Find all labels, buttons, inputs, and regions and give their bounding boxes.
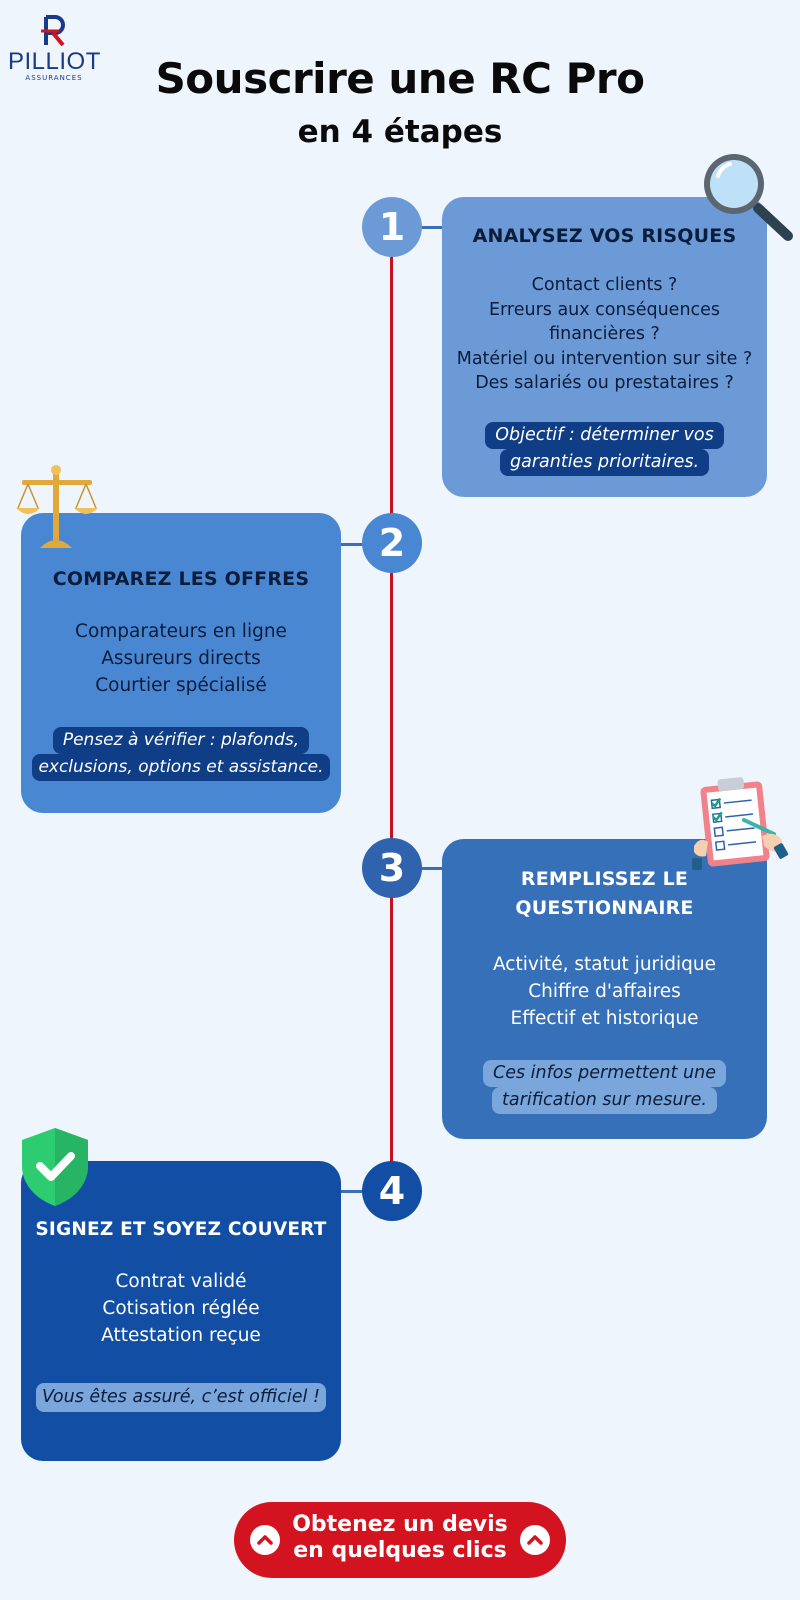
step-3-number: 3 xyxy=(362,838,422,898)
step-3-item: Chiffre d'affaires xyxy=(528,981,681,1002)
shield-check-icon xyxy=(22,1128,88,1206)
logo-subtitle: ASSURANCES xyxy=(25,74,83,82)
page-subtitle: en 4 étapes xyxy=(297,114,503,150)
step-1-card: ANALYSEZ VOS RISQUES Contact clients ? E… xyxy=(442,197,767,497)
step-4-item: Attestation reçue xyxy=(101,1325,261,1346)
step-3-item: Effectif et historique xyxy=(510,1008,699,1029)
scales-icon xyxy=(16,465,98,548)
company-logo: PILLIOT ASSURANCES xyxy=(8,14,100,94)
step-1-item: Des salariés ou prestataires ? xyxy=(475,373,734,393)
clipboard-checklist-icon xyxy=(692,777,789,870)
step-1-number: 1 xyxy=(362,197,422,257)
step-3-connector xyxy=(410,867,444,870)
step-4-note: Vous êtes assuré, c’est officiel ! xyxy=(21,1383,341,1412)
step-4-title: SIGNEZ ET SOYEZ COUVERT xyxy=(35,1219,327,1240)
step-2-number: 2 xyxy=(362,513,422,573)
step-1-items: Contact clients ? Erreurs aux conséquenc… xyxy=(442,273,767,396)
get-quote-button[interactable]: Obtenez un devis en quelques clics xyxy=(234,1502,566,1578)
step-4-items: Contrat validé Cotisation réglée Attesta… xyxy=(21,1268,341,1349)
step-2-title: COMPAREZ LES OFFRES xyxy=(52,568,310,590)
timeline-line xyxy=(390,228,393,1193)
step-2-card: COMPAREZ LES OFFRES Comparateurs en lign… xyxy=(21,513,341,813)
step-2-connector xyxy=(340,543,374,546)
step-4-connector xyxy=(340,1190,374,1193)
step-2-items: Comparateurs en ligne Assureurs directs … xyxy=(21,618,341,699)
pr-monogram-icon xyxy=(41,15,65,47)
step-3-card: REMPLISSEZ LE QUESTIONNAIRE Activité, st… xyxy=(442,839,767,1139)
step-1-note: Objectif : déterminer vos garanties prio… xyxy=(442,421,767,476)
step-4-number: 4 xyxy=(362,1161,422,1221)
logo-brand: PILLIOT xyxy=(8,48,101,75)
magnifier-icon xyxy=(704,154,793,241)
step-3-title: REMPLISSEZ LE QUESTIONNAIRE xyxy=(515,868,694,919)
step-4-item: Contrat validé xyxy=(115,1271,247,1292)
step-2-note: Pensez à vérifier : plafonds, exclusions… xyxy=(21,727,341,781)
page-title: Souscrire une RC Pro xyxy=(155,54,645,103)
step-1-item: financières ? xyxy=(549,324,660,344)
step-3-note: Ces infos permettent une tarification su… xyxy=(442,1060,767,1114)
step-1-item: Erreurs aux conséquences xyxy=(488,299,721,320)
chevron-up-circle-icon xyxy=(250,1525,280,1555)
step-2-item: Courtier spécialisé xyxy=(95,675,267,696)
step-4-card: SIGNEZ ET SOYEZ COUVERT Contrat validé C… xyxy=(21,1161,341,1461)
step-2-item: Comparateurs en ligne xyxy=(75,621,287,642)
step-1-item: Matériel ou intervention sur site ? xyxy=(456,348,753,369)
step-1-item: Contact clients ? xyxy=(531,275,678,295)
step-3-item: Activité, statut juridique xyxy=(492,954,717,975)
get-quote-label: Obtenez un devis en quelques clics xyxy=(292,1512,508,1563)
step-1-connector xyxy=(410,226,444,229)
step-1-title: ANALYSEZ VOS RISQUES xyxy=(472,225,737,247)
step-2-item: Assureurs directs xyxy=(101,648,261,669)
chevron-up-circle-icon xyxy=(520,1525,550,1555)
step-4-item: Cotisation réglée xyxy=(102,1298,260,1319)
step-3-items: Activité, statut juridique Chiffre d'aff… xyxy=(442,951,767,1032)
